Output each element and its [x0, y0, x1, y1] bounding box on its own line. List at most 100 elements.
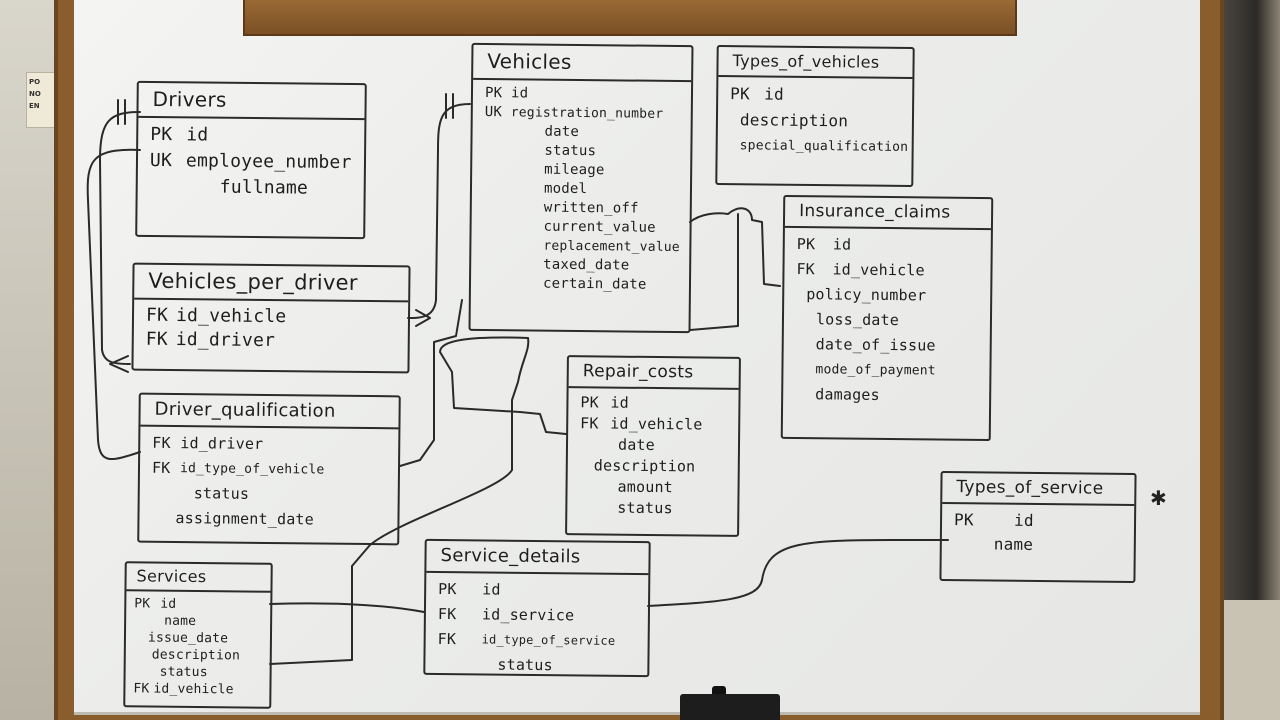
- table-row: issue_date: [134, 629, 264, 647]
- key-label: PK: [150, 123, 173, 146]
- key-label: PK: [484, 84, 503, 102]
- field-name: id: [482, 580, 501, 599]
- table-row: mileage: [484, 160, 684, 181]
- whiteboard-top-rail: [243, 0, 1017, 36]
- table-row: date: [484, 122, 684, 143]
- key-label: [151, 506, 175, 531]
- table-row: replacement_value: [483, 236, 683, 257]
- table-row: policy_number: [796, 282, 984, 309]
- field-name: id_type_of_vehicle: [179, 461, 325, 478]
- table-title: Drivers: [138, 82, 365, 121]
- key-label: [134, 612, 164, 629]
- drivers-to-driver-qualification-line: [86, 148, 141, 461]
- key-label: FK: [145, 328, 168, 350]
- field-name: replacement_value: [543, 238, 680, 256]
- table-row: date_of_issue: [796, 332, 984, 359]
- table-row: certain_date: [483, 274, 683, 295]
- table-row: PK id: [580, 392, 732, 415]
- key-label: [134, 629, 148, 646]
- key-label: FK: [437, 604, 457, 624]
- key-label: UK: [484, 103, 503, 121]
- field-name: id_vehicle: [175, 305, 287, 328]
- key-label: FK: [152, 433, 171, 452]
- field-name: id_vehicle: [153, 681, 234, 698]
- table-title: Vehicles_per_driver: [134, 264, 409, 303]
- field-name: assignment_date: [175, 509, 315, 529]
- wall-note-line: NO: [29, 90, 41, 98]
- key-label: [134, 646, 152, 663]
- key-label: [484, 141, 544, 161]
- table-row: status: [134, 663, 264, 681]
- key-label: [150, 174, 186, 200]
- table-title: Types_of_vehicles: [718, 46, 913, 80]
- marker-tray-clip: [680, 694, 780, 720]
- field-name: employee_number: [185, 150, 352, 174]
- wall-note-line: EN: [29, 102, 40, 110]
- field-name: amount: [617, 477, 674, 497]
- key-label: [134, 663, 160, 680]
- field-name: status: [497, 655, 553, 675]
- key-label: [730, 133, 740, 159]
- table-row: status: [579, 497, 731, 520]
- key-label: [579, 497, 617, 518]
- table-row: description: [134, 646, 264, 664]
- table-row: name: [954, 532, 1128, 558]
- key-label: [795, 357, 815, 382]
- key-label: PK: [580, 393, 600, 412]
- field-name: issue_date: [147, 630, 229, 647]
- table-row: description: [730, 107, 906, 135]
- wall-note: PO NO EN: [26, 72, 56, 128]
- table-row: fullname: [150, 174, 358, 202]
- key-label: [484, 179, 544, 199]
- types-to-driver-qualification-line: [439, 336, 567, 435]
- floor: [1222, 600, 1280, 720]
- table-title: Vehicles: [473, 44, 692, 83]
- field-name: id: [186, 124, 209, 146]
- field-name: written_off: [543, 199, 639, 217]
- field-name: current_value: [543, 218, 656, 236]
- table-row: model: [484, 179, 684, 200]
- field-name: status: [159, 664, 208, 681]
- table-row: FK id_driver: [146, 328, 402, 355]
- vehicles-to-driver-qualification-line: [399, 299, 463, 467]
- field-name: mode_of_payment: [815, 362, 936, 379]
- key-label: [484, 160, 544, 180]
- key-label: FK: [796, 260, 816, 279]
- field-name: id_driver: [175, 329, 276, 352]
- key-label: [796, 282, 806, 307]
- field-name: id_type_of_service: [481, 632, 616, 648]
- table-row: assignment_date: [151, 506, 391, 534]
- field-name: description: [739, 110, 849, 131]
- table-row: taxed_date: [483, 255, 683, 276]
- table-title: Types_of_service: [942, 472, 1135, 507]
- table-title: Insurance_claims: [784, 196, 992, 231]
- repair-to-services-line: [269, 337, 530, 665]
- field-name: taxed_date: [543, 256, 630, 274]
- key-label: [484, 198, 544, 218]
- key-label: FK: [580, 414, 599, 433]
- field-name: id: [1013, 510, 1034, 530]
- many-marker: [109, 355, 129, 373]
- key-label: [579, 476, 617, 497]
- asterisk-mark: ✱: [1150, 486, 1167, 510]
- key-label: FK: [133, 681, 150, 697]
- field-name: description: [151, 647, 241, 664]
- vehicles-to-insurance-claims-line: [689, 207, 781, 287]
- key-label: PK: [134, 596, 151, 612]
- field-name: id: [764, 84, 784, 104]
- field-name: id: [510, 85, 529, 102]
- field-name: id: [610, 393, 630, 412]
- table-row: status: [152, 481, 392, 509]
- key-label: [152, 481, 194, 506]
- table-row: description: [580, 455, 732, 478]
